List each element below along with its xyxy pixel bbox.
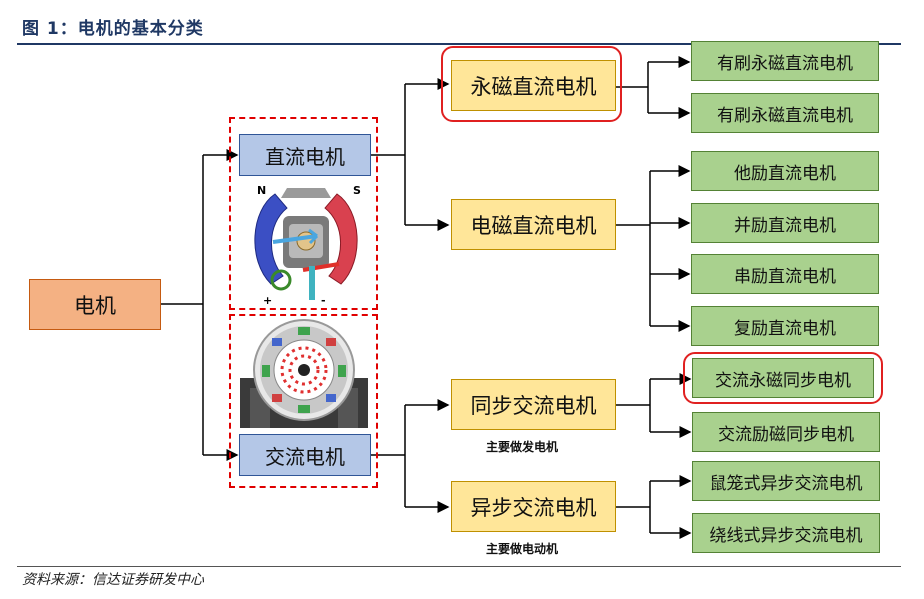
dc-motor-node: 直流电机 (239, 134, 371, 176)
leaf-node: 复励直流电机 (691, 306, 879, 346)
figure-title: 图 1：电机的基本分类 (22, 19, 204, 39)
async-ac-note: 主要做电动机 (486, 542, 559, 556)
leaf-node: 并励直流电机 (691, 203, 879, 243)
motor-label-plus: + (263, 294, 272, 306)
motor-label-n: N (257, 184, 266, 197)
top-rule (17, 43, 901, 45)
leaf-node: 绕线式异步交流电机 (692, 513, 880, 553)
pm-dc-highlight-ring (441, 46, 622, 122)
dc-motor-illustration: N S + - (254, 184, 361, 306)
ac-motor-node: 交流电机 (239, 434, 371, 476)
async-ac-motor-node: 异步交流电机 (451, 481, 616, 532)
leaf-node: 他励直流电机 (691, 151, 879, 191)
ac-motor-group-outline (229, 314, 378, 488)
pmsm-highlight-ring (683, 352, 883, 404)
ac-motor-illustration (240, 319, 368, 428)
dc-motor-group-outline (229, 117, 378, 310)
leaf-node: 有刷永磁直流电机 (691, 41, 879, 81)
motor-label-s: S (353, 184, 361, 197)
leaf-node: 有刷永磁直流电机 (691, 93, 879, 133)
bottom-rule (17, 566, 901, 567)
leaf-node: 串励直流电机 (691, 254, 879, 294)
leaf-node: 交流永磁同步电机 (692, 358, 874, 398)
leaf-node: 鼠笼式异步交流电机 (692, 461, 880, 501)
em-dc-motor-node: 电磁直流电机 (451, 199, 616, 250)
sync-ac-motor-node: 同步交流电机 (451, 379, 616, 430)
figure-source: 资料来源：信达证券研发中心 (22, 572, 204, 588)
sync-ac-note: 主要做发电机 (486, 440, 559, 454)
root-motor-node: 电机 (29, 279, 161, 330)
pm-dc-motor-node: 永磁直流电机 (451, 60, 616, 111)
motor-label-minus: - (321, 294, 326, 306)
leaf-node: 交流励磁同步电机 (692, 412, 880, 452)
